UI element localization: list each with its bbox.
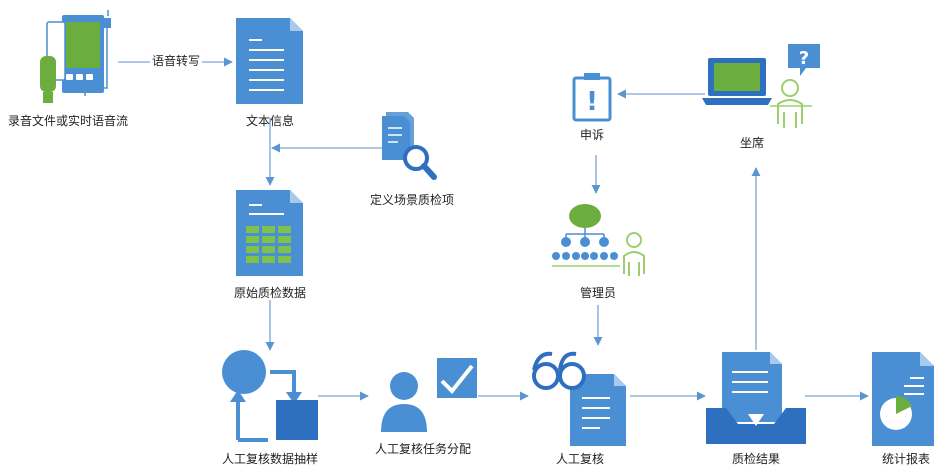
text-document-icon	[236, 18, 303, 104]
spreadsheet-icon	[236, 190, 303, 276]
review-icon	[532, 351, 626, 446]
agent-laptop-icon: ?	[702, 44, 820, 128]
appeal-mark: !	[586, 87, 598, 117]
label-recorder: 录音文件或实时语音流	[8, 114, 129, 128]
label-appeal: 申诉	[579, 128, 605, 142]
assign-task-icon	[381, 358, 477, 432]
recorder-icon	[40, 10, 111, 103]
appeal-clipboard-icon: !	[572, 73, 612, 122]
label-review: 人工复核	[555, 452, 605, 466]
question-mark: ?	[799, 48, 809, 69]
label-manager: 管理员	[579, 286, 617, 300]
label-sampling: 人工复核数据抽样	[221, 452, 319, 466]
label-assign: 人工复核任务分配	[374, 442, 472, 456]
connectors	[118, 57, 869, 401]
label-agent: 坐席	[739, 136, 765, 150]
document-search-icon	[382, 112, 437, 180]
sampling-icon	[222, 350, 318, 442]
manager-org-icon	[552, 204, 645, 276]
results-inbox-icon	[706, 352, 806, 444]
report-icon	[872, 352, 934, 446]
label-voice-to-text: 语音转写	[150, 52, 203, 69]
label-text-info: 文本信息	[245, 114, 295, 128]
label-results: 质检结果	[731, 452, 781, 466]
label-define-items: 定义场景质检项	[370, 193, 455, 207]
label-raw-data: 原始质检数据	[233, 286, 307, 300]
label-report: 统计报表	[881, 452, 931, 466]
